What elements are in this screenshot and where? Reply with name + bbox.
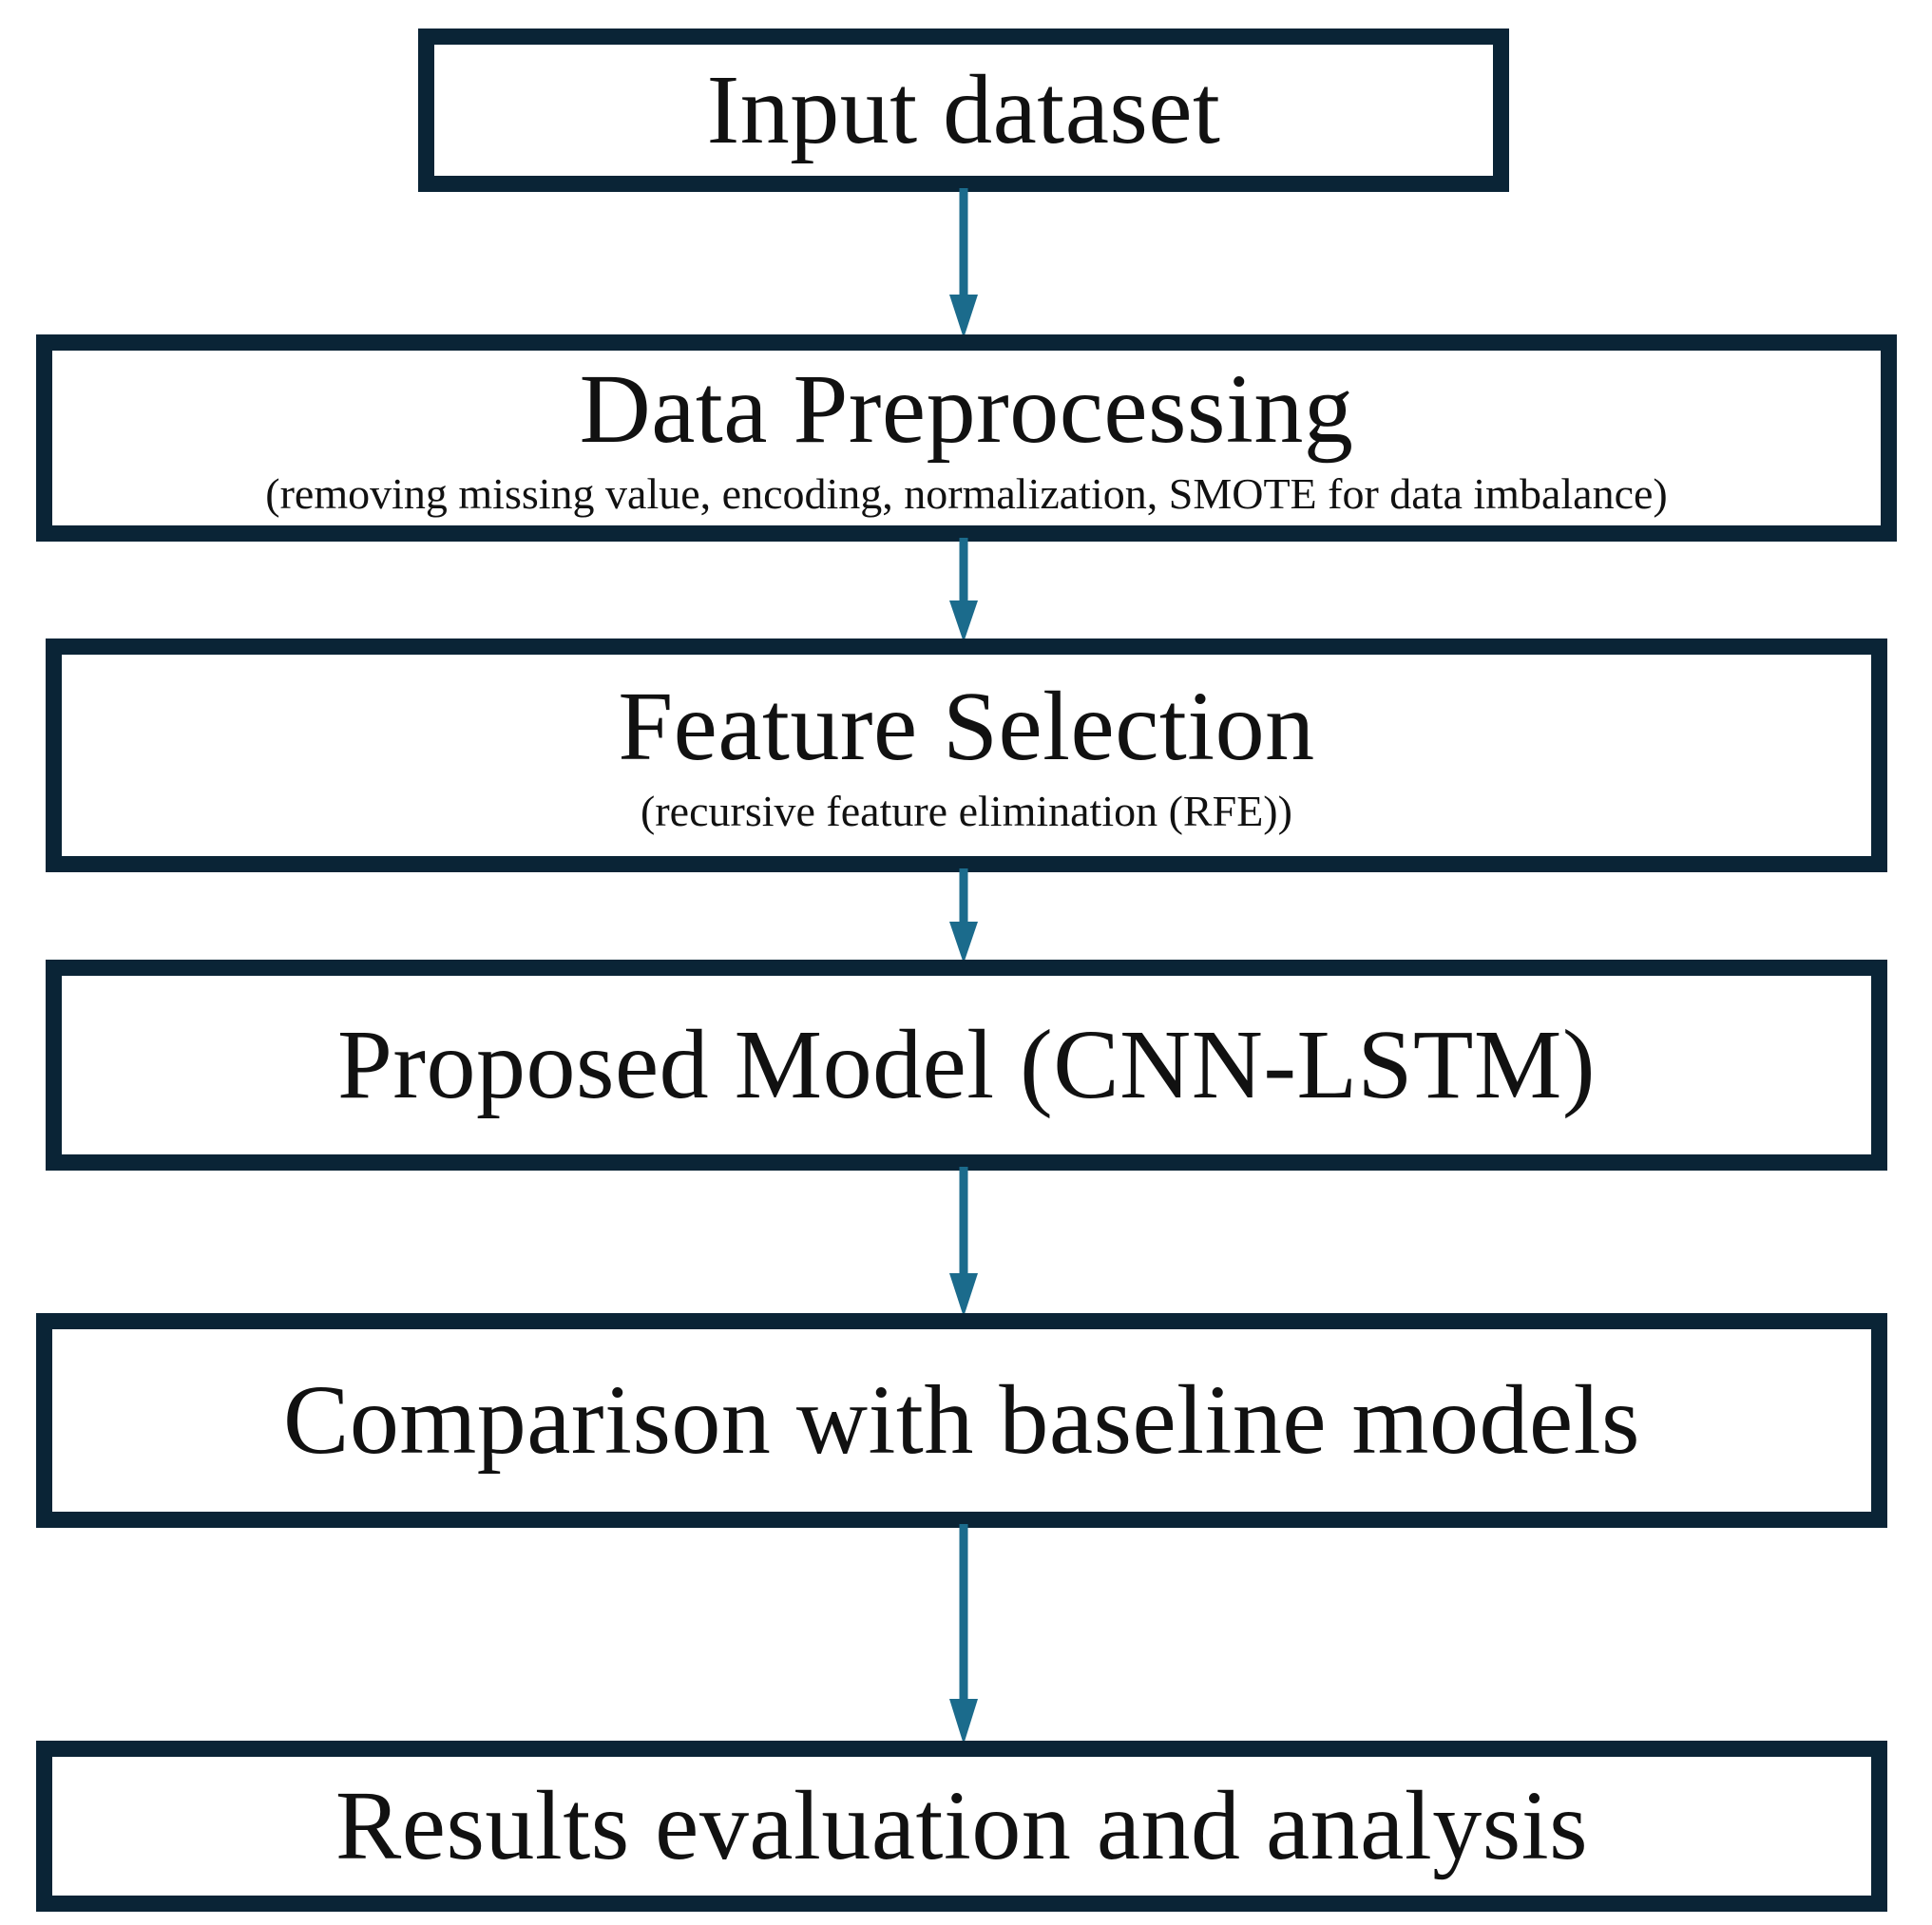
flowchart-arrow-feature-selection-to-proposed-model — [0, 868, 1932, 965]
node-subtitle: (recursive feature elimination (RFE)) — [641, 787, 1292, 836]
node-title: Results evaluation and analysis — [335, 1771, 1589, 1881]
flowchart-arrow-comparison-to-results — [0, 1524, 1932, 1746]
node-title: Comparison with baseline models — [283, 1365, 1640, 1476]
node-title: Input dataset — [706, 55, 1221, 165]
flowchart-arrow-proposed-model-to-comparison — [0, 1167, 1932, 1319]
node-title: Data Preprocessing — [579, 354, 1354, 465]
node-title: Proposed Model (CNN-LSTM) — [337, 1010, 1596, 1120]
node-title: Feature Selection — [618, 672, 1315, 782]
node-subtitle: (removing missing value, encoding, norma… — [265, 469, 1668, 519]
flowchart-arrow-preprocessing-to-feature-selection — [0, 538, 1932, 644]
flowchart-node-comparison[interactable]: Comparison with baseline models — [36, 1313, 1887, 1528]
flowchart-node-results-evaluation[interactable]: Results evaluation and analysis — [36, 1741, 1887, 1912]
flowchart-node-proposed-model[interactable]: Proposed Model (CNN-LSTM) — [46, 960, 1887, 1171]
flowchart-node-input-dataset[interactable]: Input dataset — [418, 29, 1509, 192]
flowchart-arrow-input-to-preprocessing — [0, 188, 1932, 340]
flowchart-node-data-preprocessing[interactable]: Data Preprocessing (removing missing val… — [36, 334, 1897, 542]
flowchart-node-feature-selection[interactable]: Feature Selection (recursive feature eli… — [46, 638, 1887, 872]
